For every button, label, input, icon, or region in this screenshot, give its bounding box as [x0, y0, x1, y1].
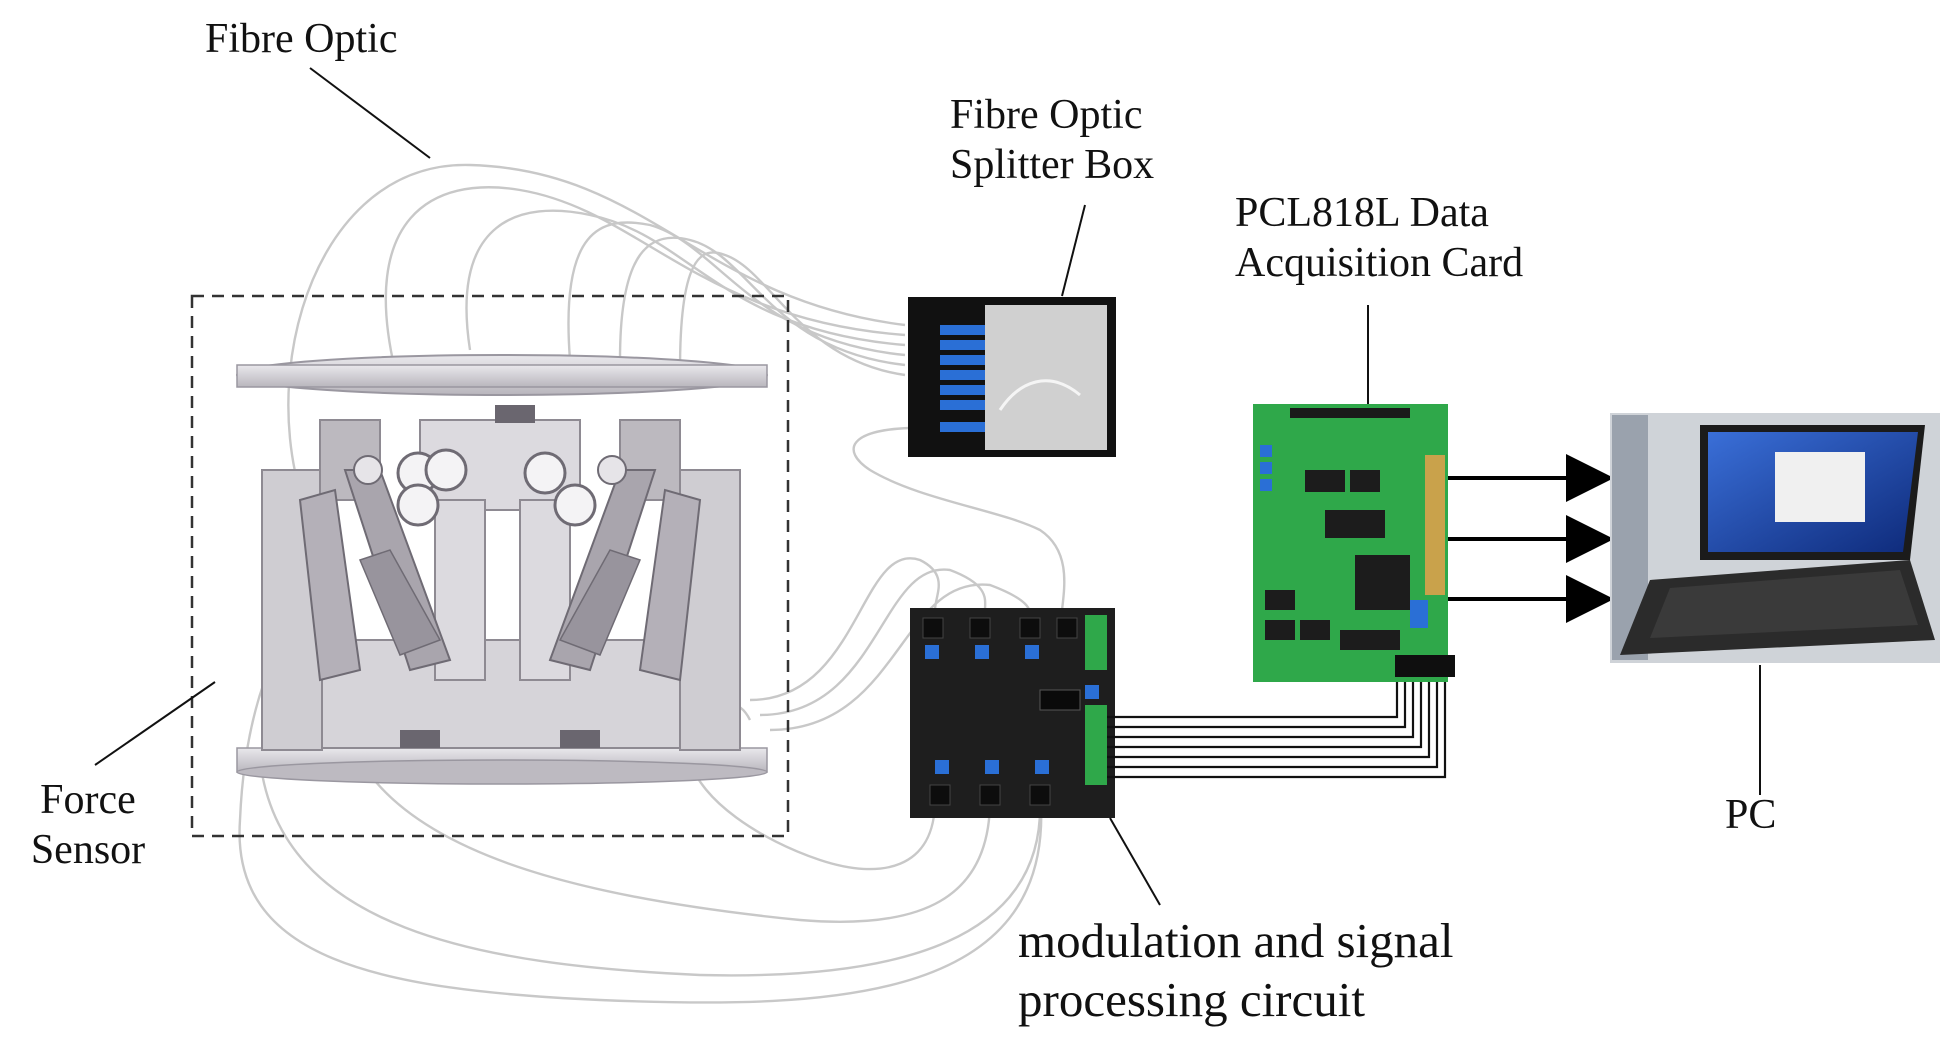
- pc-laptop: [1610, 413, 1940, 663]
- daq-card-label: PCL818L Data Acquisition Card: [1235, 188, 1523, 289]
- circuit-label-line1: modulation and signal: [1018, 913, 1454, 968]
- force-sensor-dashed-box: [190, 294, 790, 838]
- daq-card-label-line1: PCL818L Data: [1235, 190, 1489, 236]
- splitter-connectors: [940, 325, 985, 432]
- circuit-label-line2: processing circuit: [1018, 971, 1365, 1027]
- force-sensor-label: Force Sensor: [18, 775, 158, 876]
- splitter-box-label-line1: Fibre Optic: [950, 92, 1143, 138]
- circuit-daq-wires: [1107, 670, 1447, 779]
- splitter-box: [908, 297, 1116, 457]
- force-sensor-pointer: [94, 681, 216, 766]
- circuit-label: modulation and signal processing circuit: [1018, 912, 1454, 1030]
- splitter-box-label: Fibre Optic Splitter Box: [950, 90, 1154, 191]
- fibre-cables: [238, 163, 1066, 1004]
- force-sensor-label-line2: Sensor: [30, 827, 146, 874]
- daq-pc-arrows: [1448, 454, 1614, 623]
- force-sensor-label-line1: Force: [40, 777, 136, 823]
- signal-circuit-board: [910, 608, 1115, 818]
- fibre-optic-label: Fibre Optic: [205, 16, 398, 62]
- daq-card: [1253, 404, 1455, 682]
- pc-label: PC: [1725, 792, 1777, 838]
- splitter-box-label-line2: Splitter Box: [950, 142, 1155, 189]
- force-sensor: [190, 294, 790, 838]
- fibre-optic-pointer: [309, 67, 431, 159]
- splitter-box-pointer: [1061, 204, 1086, 297]
- daq-card-label-line2: Acquisition Card: [1235, 240, 1524, 287]
- circuit-pointer: [1109, 817, 1161, 906]
